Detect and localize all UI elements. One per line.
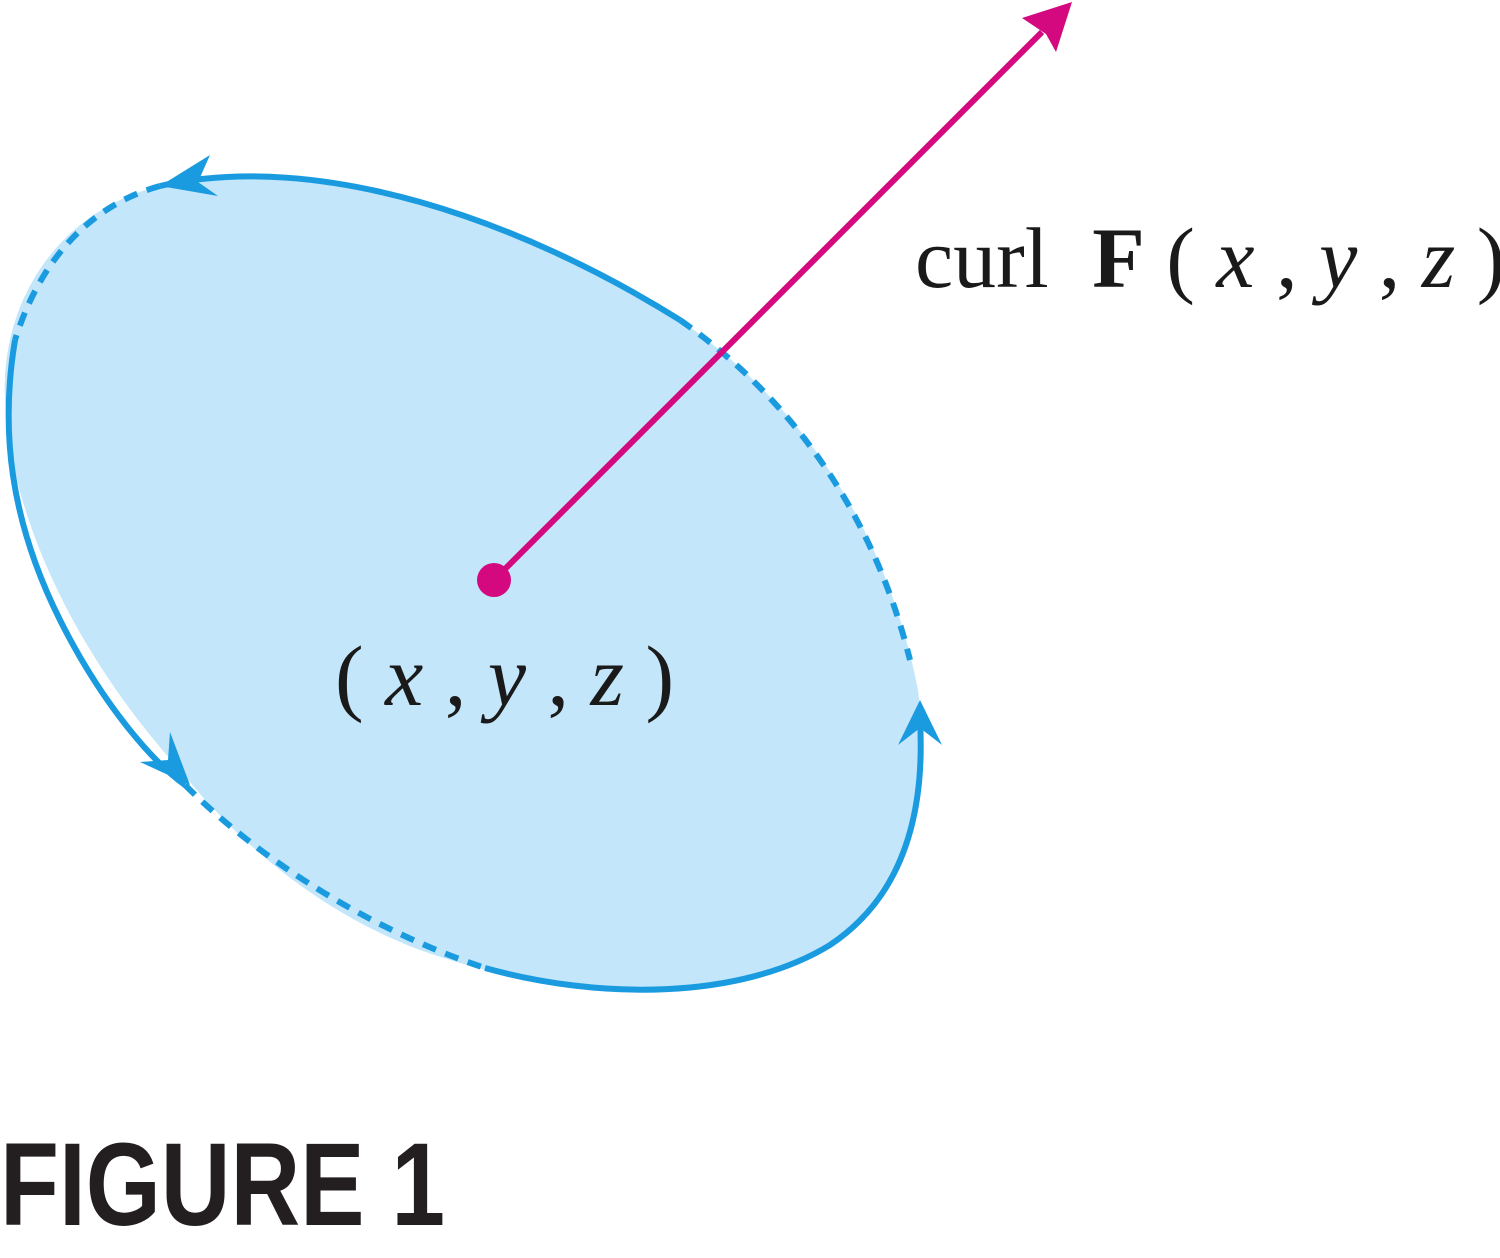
curl-label-comma1: ,: [1276, 210, 1319, 306]
curl-label-z: z: [1421, 210, 1455, 306]
base-point: [477, 563, 511, 597]
point-label-comma1: ,: [445, 628, 488, 724]
orientation-arrow-left-icon: [140, 732, 190, 785]
orientation-arrow-right-icon: [898, 700, 942, 745]
boundary-solid-top: [159, 173, 682, 323]
boundary-solid-bottom: [484, 719, 924, 993]
curl-label-y: y: [1311, 210, 1358, 306]
point-label-open: (: [335, 628, 364, 724]
curl-label-comma2: ,: [1379, 210, 1422, 306]
point-label: ( x , y , z ): [335, 628, 674, 724]
orientation-arrow-top-icon: [160, 155, 218, 196]
curl-label-word: curl: [915, 210, 1049, 306]
point-label-z: z: [589, 628, 623, 724]
point-label-x: x: [383, 628, 423, 724]
curl-label-x: x: [1214, 210, 1254, 306]
curl-label-vector: F: [1092, 210, 1145, 306]
point-label-close: ): [645, 628, 674, 724]
curl-vector-line: [491, 29, 1045, 583]
boundary-dashed-upper-left: [12, 183, 161, 341]
boundary-dashed-lower-left: [182, 782, 486, 971]
curl-vector-arrowhead-icon: [1022, 2, 1072, 52]
boundary-solid-left: [5, 339, 187, 788]
curl-label-close: ): [1477, 210, 1500, 306]
curl-label-open: (: [1166, 210, 1195, 306]
figure-caption: FIGURE 1: [0, 1119, 445, 1251]
point-label-comma2: ,: [547, 628, 590, 724]
surface-disc: [4, 176, 922, 991]
curl-label: curl F ( x , y , z ): [915, 210, 1500, 306]
point-label-y: y: [480, 628, 527, 724]
